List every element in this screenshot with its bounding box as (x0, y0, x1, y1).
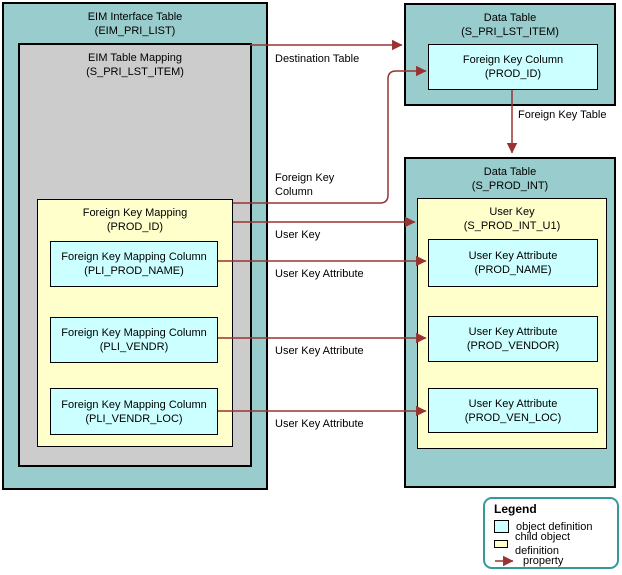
box-code-line: (PROD_VEN_LOC) (464, 411, 562, 424)
eim-interface-table-box: EIM Interface Table (EIM_PRI_LIST) EIM T… (2, 2, 268, 490)
user-key-title: User Key (S_PROD_INT_U1) (418, 205, 606, 233)
box-code-line: (S_PRI_LST_ITEM) (461, 26, 559, 38)
box-code-line: (S_PROD_INT) (471, 180, 549, 192)
fk-mapping-column-pli-vendr: Foreign Key Mapping Column (PLI_VENDR) (50, 317, 218, 363)
box-title-line: Foreign Key Column (462, 54, 564, 66)
legend-row-property: property (494, 554, 617, 567)
box-title-line: User Key Attribute (468, 397, 558, 410)
foreign-key-table-label: Foreign Key Table (518, 109, 607, 121)
user-key-attribute-label-2: User Key Attribute (275, 345, 364, 357)
foreign-key-column-box: Foreign Key Column (PROD_ID) (428, 44, 598, 90)
foreign-key-mapping-title: Foreign Key Mapping (PROD_ID) (38, 206, 232, 234)
box-title-line: EIM Interface Table (87, 11, 183, 23)
user-key-attribute-prod-name: User Key Attribute (PROD_NAME) (428, 239, 598, 287)
foreign-key-mapping-box: Foreign Key Mapping (PROD_ID) Foreign Ke… (37, 199, 233, 447)
foreign-key-column-label-line1: Foreign Key (275, 172, 335, 184)
fk-mapping-column-pli-vendr-loc: Foreign Key Mapping Column (PLI_VENDR_LO… (50, 388, 218, 435)
box-code-line: (PROD_ID) (106, 221, 164, 233)
legend-title: Legend (494, 502, 537, 516)
data-table-pri-lst-item-title: Data Table (S_PRI_LST_ITEM) (406, 11, 614, 39)
box-title-line: Foreign Key Mapping Column (61, 327, 207, 339)
data-table-pri-lst-item-box: Data Table (S_PRI_LST_ITEM) Foreign Key … (404, 3, 616, 106)
eim-table-mapping-title: EIM Table Mapping (S_PRI_LST_ITEM) (20, 51, 250, 79)
box-title-line: User Key (489, 206, 535, 218)
box-title-line: Foreign Key Mapping (82, 207, 188, 219)
data-table-prod-int-box: Data Table (S_PROD_INT) User Key (S_PROD… (404, 157, 616, 488)
box-code-line: (PLI_VENDR) (99, 341, 169, 353)
user-key-attribute-label-3: User Key Attribute (275, 418, 364, 430)
fk-mapping-column-pli-prod-name: Foreign Key Mapping Column (PLI_PROD_NAM… (50, 241, 218, 287)
box-code-line: (PROD_ID) (484, 68, 542, 80)
box-code-line: (S_PROD_INT_U1) (463, 220, 561, 232)
box-title-line: User Key Attribute (468, 250, 558, 262)
box-code-line: (PLI_VENDR_LOC) (85, 412, 183, 425)
box-code-line: (PROD_NAME) (474, 264, 552, 276)
foreign-key-column-label-line2: Column (275, 186, 313, 198)
user-key-attribute-label-1: User Key Attribute (275, 268, 364, 280)
destination-table-label: Destination Table (275, 53, 360, 65)
box-code-line: (EIM_PRI_LIST) (94, 25, 176, 37)
box-code-line: (PROD_VENDOR) (466, 340, 560, 352)
eim-interface-table-title: EIM Interface Table (EIM_PRI_LIST) (4, 10, 266, 38)
box-title-line: Data Table (483, 12, 537, 24)
box-title-line: Foreign Key Mapping Column (61, 398, 207, 411)
user-key-label: User Key (275, 229, 321, 241)
legend: Legend object definition child object de… (483, 497, 619, 569)
box-title-line: User Key Attribute (468, 326, 558, 338)
legend-item-label: property (523, 554, 564, 567)
box-title-line: Data Table (483, 166, 537, 178)
user-key-attribute-prod-vendor: User Key Attribute (PROD_VENDOR) (428, 316, 598, 362)
legend-row-object-definition: object definition (494, 520, 617, 533)
child-object-definition-swatch-icon (494, 539, 508, 548)
user-key-box: User Key (S_PROD_INT_U1) User Key Attrib… (417, 198, 607, 449)
box-title-line: Foreign Key Mapping Column (61, 251, 207, 263)
box-code-line: (PLI_PROD_NAME) (84, 265, 184, 277)
box-code-line: (S_PRI_LST_ITEM) (86, 66, 184, 78)
legend-item-label: child object definition (515, 530, 571, 557)
eim-table-mapping-box: EIM Table Mapping (S_PRI_LST_ITEM) Forei… (18, 43, 252, 467)
legend-item-label: object definition (516, 520, 593, 533)
data-table-prod-int-title: Data Table (S_PROD_INT) (406, 165, 614, 193)
foreign-key-column-label: Foreign Key Column (275, 171, 334, 199)
user-key-attribute-prod-ven-loc: User Key Attribute (PROD_VEN_LOC) (428, 388, 598, 433)
legend-row-child-object-definition: child object definition (494, 531, 617, 557)
object-definition-swatch-icon (494, 520, 509, 533)
property-arrow-icon (495, 555, 514, 566)
box-title-line: EIM Table Mapping (88, 52, 182, 64)
